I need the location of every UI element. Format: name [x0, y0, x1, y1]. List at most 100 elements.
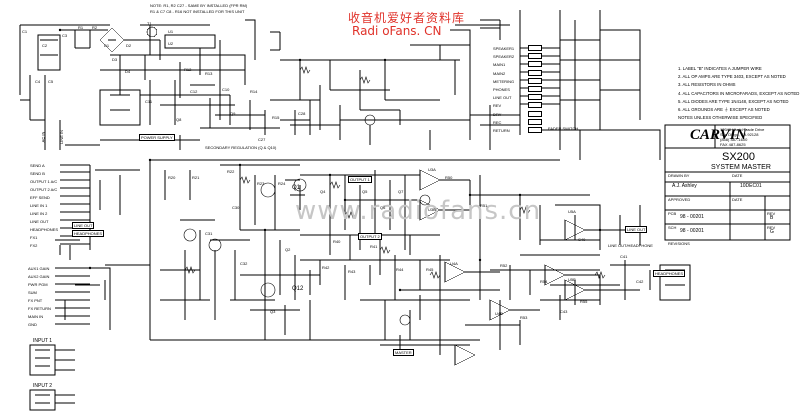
component-ref: R55	[580, 299, 588, 304]
model-subtitle: SYSTEM MASTER	[711, 164, 771, 171]
component-ref: D4	[125, 69, 131, 74]
left-connector-label: LINE IN 1	[30, 203, 48, 208]
right-connector-label: MAIN1	[493, 62, 506, 68]
right-connector-label: REC	[493, 119, 502, 125]
component-ref: C27	[258, 137, 266, 142]
drawn-by-label: DRAWN BY	[668, 173, 690, 178]
component-ref: C11	[145, 99, 153, 104]
revisions-label: REVISIONS	[668, 241, 690, 246]
right-connector-pin	[528, 94, 542, 101]
right-connector-pin	[528, 86, 542, 92]
component-ref: U3B	[428, 207, 436, 212]
left-connector-label: OUTPUT 2 A/C	[30, 187, 58, 192]
component-ref: U1	[168, 29, 174, 34]
component-ref: R45	[426, 267, 434, 272]
right-connector-label: DRY	[493, 111, 502, 117]
component-ref: R20	[168, 175, 176, 180]
component-ref: Q7	[398, 189, 404, 194]
right-connector-pin	[528, 102, 542, 109]
pcb-label: PCB	[668, 211, 677, 216]
component-ref: R41	[370, 244, 378, 249]
left-lower-connector-label: FX PNT	[28, 298, 43, 303]
component-ref: U5A	[568, 209, 576, 214]
component-ref: T1	[147, 21, 152, 26]
component-ref: U4A	[450, 261, 458, 266]
line-in-label: LINE IN	[59, 129, 65, 145]
sch-number: 98 - 00201	[680, 228, 704, 234]
note-line: 3. ALL RESISTORS IN OHMS	[678, 82, 736, 88]
component-ref: R13	[205, 71, 213, 76]
fader-switch-label: FADER SWITCH	[548, 126, 579, 131]
model-title: SX200	[722, 151, 756, 163]
line-out-box: LINE OUT	[625, 226, 648, 233]
component-ref: R12	[184, 67, 192, 72]
component-ref: U2	[168, 41, 174, 46]
pcb-rev-label: REV	[767, 211, 776, 216]
sch-label: SCH	[668, 225, 677, 230]
date-label: DATE	[732, 173, 743, 178]
line-out-headphone-label: LINE OUT/HEADPHONE	[608, 243, 653, 248]
component-ref: C30	[232, 205, 240, 210]
top-note-2: R1 & C7 C8 - R16 NOT INSTALLED FOR THIS …	[150, 9, 245, 14]
left-connector-label: HEADPHONES	[30, 227, 59, 232]
q12-label: Q12	[292, 286, 304, 292]
q1-label: Q1	[292, 185, 301, 191]
component-ref: C40	[578, 237, 586, 242]
component-ref: Q6	[380, 205, 386, 210]
component-ref: C10	[222, 87, 230, 92]
component-ref: D3	[112, 57, 118, 62]
right-connector-label: METERING	[493, 78, 515, 84]
left-connector-label: LINE IN 2	[30, 211, 48, 216]
component-ref: R50	[445, 175, 453, 180]
top-note-1: NOTE: R1, R2 C27 - SAME BY INSTALLED (FP…	[150, 3, 248, 8]
component-ref: C4	[35, 79, 41, 84]
component-ref: Q4	[320, 189, 326, 194]
component-ref: Q8	[176, 117, 182, 122]
note-line: 4. ALL CAPACITORS IN MICROFARADS, EXCEPT…	[678, 90, 800, 96]
right-connector-pin	[528, 45, 542, 51]
component-ref: D2	[126, 43, 132, 48]
pcb-number: 98 - 00201	[680, 214, 704, 220]
sch-rev-label: REV	[767, 225, 776, 230]
right-connector-label: SPEAKER2	[493, 54, 515, 60]
component-ref: R23	[257, 181, 265, 186]
component-ref: C3	[62, 33, 68, 38]
drawn-by-value: A.J. Ashley	[672, 183, 697, 189]
left-connector-label: SEND B	[30, 171, 45, 176]
pcb-rev: B	[770, 215, 774, 221]
date-label-2: DATE	[732, 197, 743, 202]
component-ref: C5	[48, 79, 54, 84]
component-ref: C43	[560, 309, 568, 314]
component-ref: Q9	[230, 111, 236, 116]
right-connector-label: RETURN	[493, 128, 510, 133]
left-lower-connector-label: AUX2 GAIN	[28, 274, 50, 279]
left-connector-label: LINE OUT	[30, 219, 49, 224]
line-out-left-box: LINE OUT	[72, 222, 95, 229]
right-connector-label: SPEAKER1	[493, 46, 515, 51]
component-ref: R44	[396, 267, 404, 272]
left-connector-label: FX2	[30, 243, 38, 248]
output2-box: OUTPUT 2	[358, 233, 382, 240]
right-connector-label: REV	[493, 103, 502, 109]
component-ref: C32	[240, 261, 248, 266]
left-lower-connector-label: AUX1 GAIN	[28, 266, 50, 271]
component-ref: C12	[190, 89, 198, 94]
component-ref: C31	[205, 231, 213, 236]
left-lower-connector-label: MAIN IN	[28, 314, 44, 319]
component-ref: C2	[42, 43, 48, 48]
right-connector-pin	[528, 127, 542, 133]
headphones-box: HEADPHONES	[653, 270, 686, 277]
input2-label: INPUT 2	[33, 383, 53, 389]
watermark-radiofans: Radi oFans. CN	[352, 24, 442, 38]
component-ref: C41	[620, 254, 628, 259]
component-ref: Q3	[270, 309, 276, 314]
component-ref: C28	[298, 111, 306, 116]
left-connector-label: OUTPUT 1 A/C	[30, 179, 58, 184]
right-connector-pin	[528, 69, 542, 76]
ac-in-label: AC IN	[40, 131, 46, 143]
address-line-3: (858) 487-1600	[720, 137, 748, 142]
address-line-1: 12340 World Trade Drive	[720, 127, 765, 132]
component-ref: R52	[500, 263, 508, 268]
component-ref: U3A	[428, 167, 436, 172]
